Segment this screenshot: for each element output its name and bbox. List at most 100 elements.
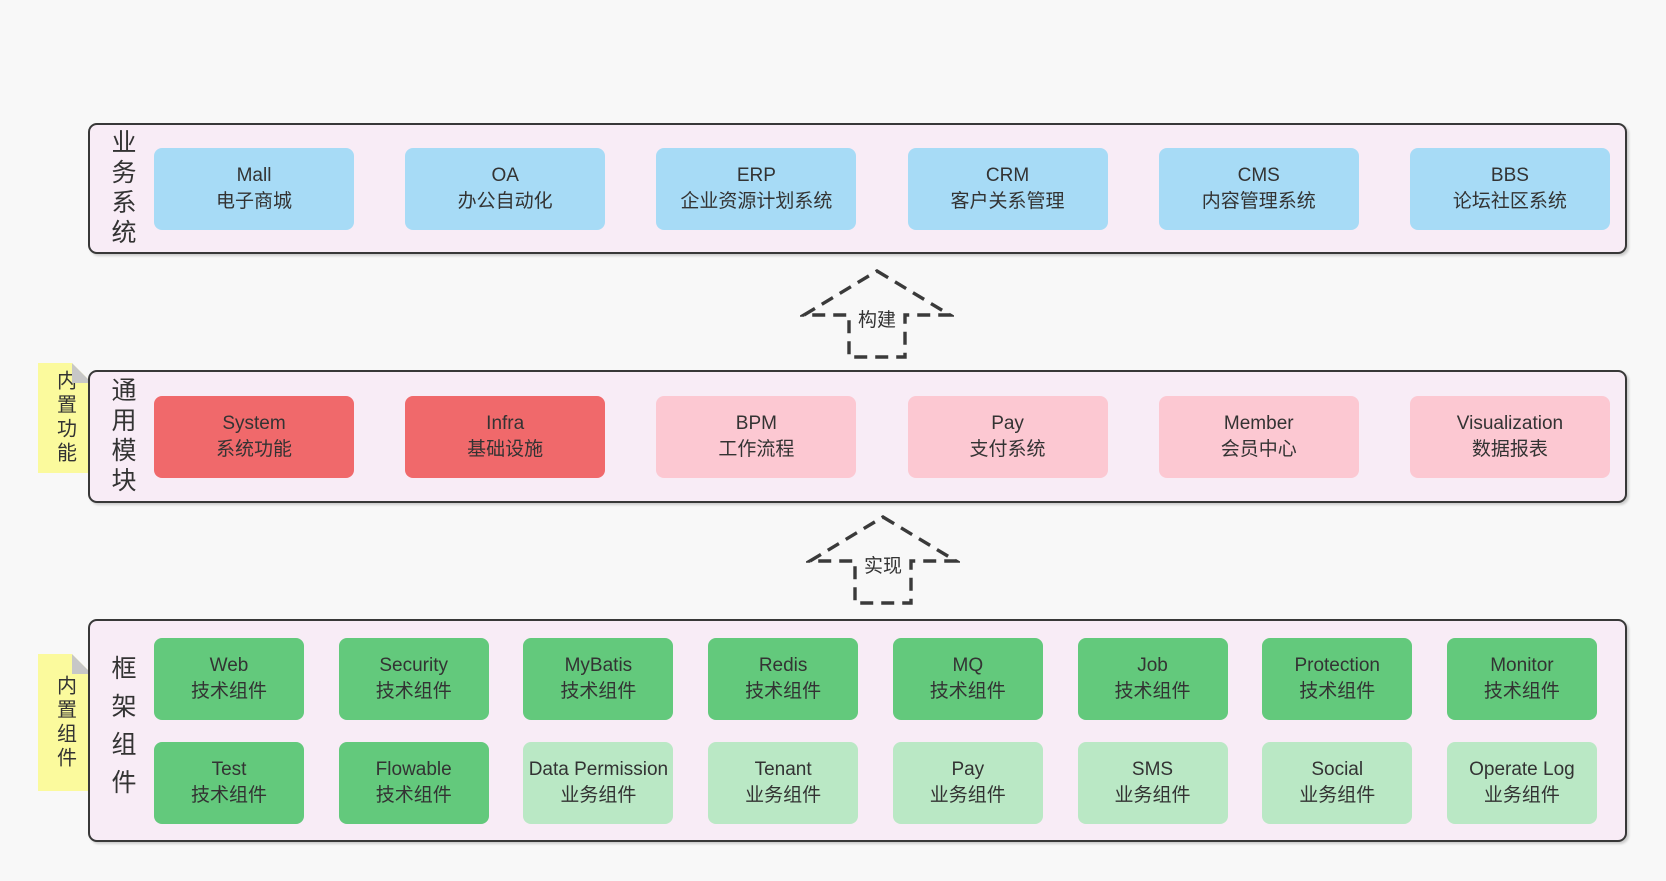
box-subtitle: 技术组件	[190, 680, 267, 702]
box-operate-log: Operate Log 业务组件	[1446, 741, 1597, 824]
box-title: Monitor	[1490, 654, 1554, 676]
modules-side-label: 通用模块	[108, 376, 136, 497]
box-subtitle: 论坛社区系统	[1452, 190, 1567, 212]
box-subtitle: 技术组件	[1114, 680, 1191, 702]
box-subtitle: 基础设施	[467, 438, 544, 460]
components-row-1: Web 技术组件 Security 技术组件 MyBatis 技术组件 Redi…	[154, 637, 1597, 720]
box-subtitle: 技术组件	[190, 784, 267, 806]
box-redis: Redis 技术组件	[708, 637, 859, 720]
box-subtitle: 技术组件	[375, 784, 452, 806]
box-title: Data Permission	[528, 758, 669, 780]
box-subtitle: 业务组件	[560, 784, 637, 806]
panel-framework-components: 框架组件 Web 技术组件 Security 技术组件 MyBatis 技术组件…	[88, 619, 1627, 842]
box-pay-component: Pay 业务组件	[892, 741, 1043, 824]
box-title: System	[222, 412, 286, 434]
box-title: CRM	[985, 164, 1030, 186]
box-title: Pay	[991, 412, 1024, 434]
box-subtitle: 数据报表	[1471, 438, 1548, 460]
sticky-note-built-in-features: 内置功能	[38, 363, 92, 473]
box-subtitle: 系统功能	[215, 438, 292, 460]
box-data-permission: Data Permission 业务组件	[523, 741, 674, 824]
box-crm: CRM 客户关系管理	[907, 147, 1108, 230]
box-subtitle: 技术组件	[1483, 680, 1560, 702]
box-subtitle: 客户关系管理	[950, 190, 1065, 212]
box-subtitle: 电子商城	[215, 190, 292, 212]
box-monitor: Monitor 技术组件	[1446, 637, 1597, 720]
implement-arrow-icon: 实现	[806, 514, 960, 606]
box-title: Redis	[758, 654, 808, 676]
components-grid: Web 技术组件 Security 技术组件 MyBatis 技术组件 Redi…	[154, 621, 1625, 840]
box-mq: MQ 技术组件	[892, 637, 1043, 720]
box-subtitle: 技术组件	[1299, 680, 1376, 702]
panel-common-modules: 通用模块 System 系统功能 Infra 基础设施 BPM 工作流程 Pay…	[88, 370, 1627, 503]
box-job: Job 技术组件	[1077, 637, 1228, 720]
box-title: MQ	[952, 654, 984, 676]
box-title: Protection	[1294, 654, 1380, 676]
box-subtitle: 会员中心	[1220, 438, 1297, 460]
box-subtitle: 企业资源计划系统	[680, 190, 833, 212]
box-title: CMS	[1237, 164, 1280, 186]
box-cms: CMS 内容管理系统	[1158, 147, 1359, 230]
box-erp: ERP 企业资源计划系统	[656, 147, 857, 230]
box-title: Operate Log	[1469, 758, 1575, 780]
box-subtitle: 内容管理系统	[1201, 190, 1316, 212]
box-tenant: Tenant 业务组件	[708, 741, 859, 824]
box-subtitle: 业务组件	[745, 784, 822, 806]
dashed-up-arrow-icon	[806, 515, 960, 605]
box-protection: Protection 技术组件	[1262, 637, 1413, 720]
box-subtitle: 技术组件	[745, 680, 822, 702]
box-subtitle: 业务组件	[1114, 784, 1191, 806]
box-title: Tenant	[754, 758, 812, 780]
box-title: SMS	[1131, 758, 1174, 780]
build-arrow-label: 构建	[854, 308, 900, 334]
box-mall: Mall 电子商城	[154, 147, 354, 230]
box-subtitle: 技术组件	[929, 680, 1006, 702]
box-test: Test 技术组件	[154, 741, 304, 824]
box-title: Security	[379, 654, 449, 676]
box-system: System 系统功能	[154, 395, 354, 478]
build-arrow-icon: 构建	[800, 268, 954, 360]
box-title: ERP	[736, 164, 776, 186]
box-bbs: BBS 论坛社区系统	[1409, 147, 1610, 230]
box-bpm: BPM 工作流程	[656, 395, 857, 478]
box-security: Security 技术组件	[338, 637, 489, 720]
box-title: BBS	[1490, 164, 1529, 186]
box-social: Social 业务组件	[1262, 741, 1413, 824]
box-title: Member	[1223, 412, 1294, 434]
box-title: Web	[209, 654, 249, 676]
components-side-label: 框架组件	[108, 654, 136, 807]
box-sms: SMS 业务组件	[1077, 741, 1228, 824]
box-subtitle: 技术组件	[560, 680, 637, 702]
box-title: Flowable	[375, 758, 452, 780]
box-subtitle: 业务组件	[1299, 784, 1376, 806]
box-title: Pay	[951, 758, 985, 780]
box-title: MyBatis	[564, 654, 633, 676]
box-title: Test	[211, 758, 247, 780]
box-subtitle: 技术组件	[375, 680, 452, 702]
sticky-note-built-in-components: 内置组件	[38, 654, 92, 791]
box-visualization: Visualization 数据报表	[1409, 395, 1610, 478]
business-boxes-row: Mall 电子商城 OA 办公自动化 ERP 企业资源计划系统 CRM 客户关系…	[154, 125, 1625, 252]
components-row-2: Test 技术组件 Flowable 技术组件 Data Permission …	[154, 741, 1597, 824]
box-title: Job	[1137, 654, 1168, 676]
box-oa: OA 办公自动化	[405, 147, 606, 230]
box-title: OA	[491, 164, 519, 186]
box-subtitle: 支付系统	[969, 438, 1046, 460]
box-subtitle: 工作流程	[718, 438, 795, 460]
box-pay-module: Pay 支付系统	[907, 395, 1108, 478]
business-side-label: 业务系统	[108, 128, 136, 249]
modules-boxes-row: System 系统功能 Infra 基础设施 BPM 工作流程 Pay 支付系统…	[154, 372, 1625, 501]
implement-arrow-label: 实现	[860, 554, 906, 580]
dashed-up-arrow-icon	[800, 269, 954, 359]
box-mybatis: MyBatis 技术组件	[523, 637, 674, 720]
box-subtitle: 业务组件	[1483, 784, 1560, 806]
box-title: Visualization	[1456, 412, 1564, 434]
box-title: Infra	[486, 412, 525, 434]
box-title: Mall	[236, 164, 272, 186]
panel-business-systems: 业务系统 Mall 电子商城 OA 办公自动化 ERP 企业资源计划系统 CRM…	[88, 123, 1627, 254]
box-infra: Infra 基础设施	[405, 395, 606, 478]
box-title: Social	[1311, 758, 1364, 780]
box-member: Member 会员中心	[1158, 395, 1359, 478]
box-title: BPM	[735, 412, 777, 434]
